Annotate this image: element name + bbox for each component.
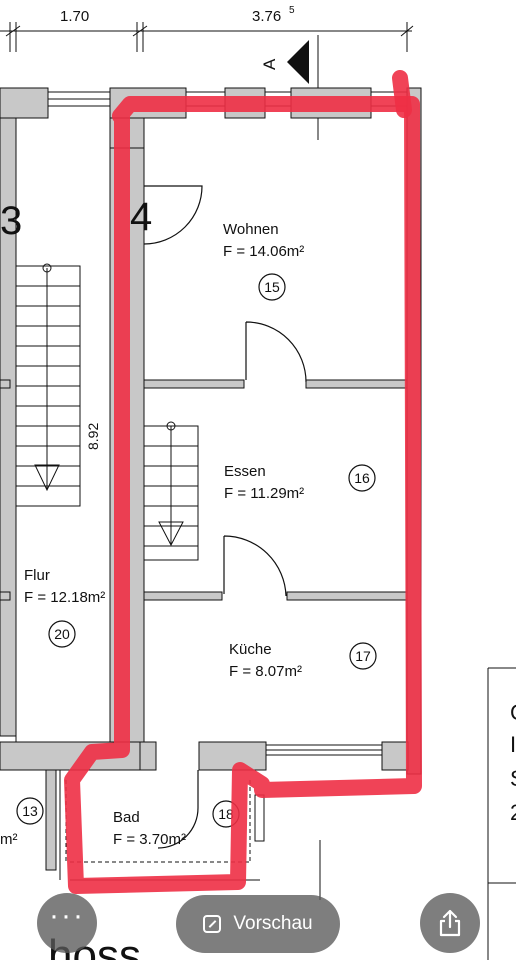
dimension-left: 1.70 xyxy=(60,8,89,25)
external-link-icon xyxy=(203,915,222,933)
legend-text-1: C xyxy=(510,700,516,725)
stair-hall xyxy=(15,263,81,507)
more-button[interactable]: ··· xyxy=(37,893,97,953)
room-name-flur: Flur xyxy=(24,567,50,584)
legend-text-4: 2 xyxy=(510,800,516,825)
room-number-circle xyxy=(349,642,377,670)
stair-essen xyxy=(143,421,199,561)
more-icon: ··· xyxy=(49,899,85,932)
room-area-13: m² xyxy=(0,831,18,848)
legend-text-2: I xyxy=(510,732,516,757)
room-area-flur: F = 12.18m² xyxy=(24,589,105,606)
unit-label-right: 4 xyxy=(130,195,152,239)
room-number-bad: 18 xyxy=(218,806,234,822)
exterior-walls xyxy=(0,87,422,775)
dimension-right: 3.76 xyxy=(252,8,281,25)
preview-label: Vorschau xyxy=(233,913,313,934)
room-number-kueche: 17 xyxy=(355,648,371,664)
bath-dashes xyxy=(65,780,251,863)
dimension-right-superscript: 5 xyxy=(289,5,295,16)
legend-text-3: S xyxy=(510,766,516,791)
section-marker: A xyxy=(260,35,319,140)
room-number-13: 13 xyxy=(22,803,38,819)
stair-length-label: 8.92 xyxy=(85,423,101,450)
legend-frame xyxy=(487,667,516,960)
room-number-circle xyxy=(348,464,376,492)
highlight-stroke-top xyxy=(392,70,412,118)
unit-label-left: 3 xyxy=(0,199,22,243)
room-number-circle xyxy=(16,797,44,825)
room-name-kueche: Küche xyxy=(229,641,272,658)
section-marker-label: A xyxy=(260,58,279,70)
highlight-outline xyxy=(64,96,422,894)
share-icon xyxy=(439,909,461,937)
dimension-line xyxy=(0,22,414,52)
room-number-wohnen: 15 xyxy=(264,279,280,295)
room-number-essen: 16 xyxy=(354,470,370,486)
room-name-essen: Essen xyxy=(224,463,266,480)
room-number-circle xyxy=(258,273,286,301)
room-area-essen: F = 11.29m² xyxy=(224,485,304,502)
room-area-bad: F = 3.70m² xyxy=(113,831,186,848)
doors xyxy=(143,185,307,849)
room-name-wohnen: Wohnen xyxy=(223,221,279,238)
preview-button[interactable]: Vorschau xyxy=(176,895,340,953)
room-number-circle xyxy=(48,620,76,648)
room-area-kueche: F = 8.07m² xyxy=(229,663,302,680)
share-button[interactable] xyxy=(420,893,480,953)
room-area-wohnen: F = 14.06m² xyxy=(223,243,304,260)
room-name-bad: Bad xyxy=(113,809,140,826)
room-number-flur: 20 xyxy=(54,626,70,642)
